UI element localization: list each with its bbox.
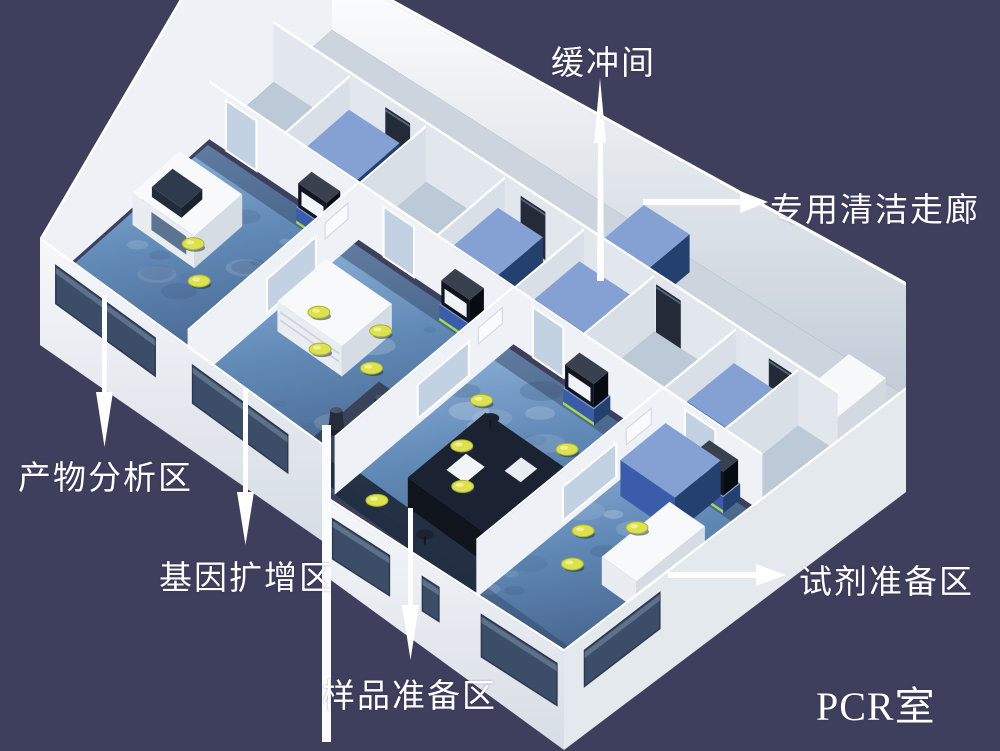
label-buffer-room: 缓冲间: [551, 46, 656, 82]
facade-window: [583, 591, 661, 688]
label-sample-preparation: 样品准备区: [322, 679, 497, 715]
room-interiors: [132, 151, 721, 610]
analyzer-device: [151, 168, 203, 218]
divider-glass-pane: [561, 440, 618, 523]
divider-glass-pane: [416, 339, 470, 421]
product-analysis-arrow: [96, 295, 113, 447]
ac-wall-unit: [625, 407, 652, 446]
amplification-cabinet: [277, 258, 392, 377]
label-clean-corridor: 专用清洁走廊: [770, 193, 980, 229]
facade-window: [191, 363, 289, 475]
page-title-pcr-room: PCR室: [816, 684, 936, 729]
facade-window: [480, 613, 558, 707]
room-glass-door: [531, 305, 565, 380]
facade-window: [421, 575, 440, 623]
facade-window: [331, 517, 391, 597]
facade-corner-column: [322, 425, 331, 742]
buffer-room-arrow: [594, 78, 606, 281]
outer-walls: [40, 0, 906, 396]
label-gene-amplification: 基因扩增区: [159, 561, 334, 597]
ac-wall-unit: [324, 202, 349, 240]
gene-amplification-arrow: [237, 388, 254, 545]
reagent-preparation-arrow: [668, 564, 786, 586]
room-glass-door: [224, 98, 258, 173]
label-reagent-preparation: 试剂准备区: [799, 565, 974, 601]
label-product-analysis: 产物分析区: [18, 461, 193, 497]
sample-preparation-arrow: [402, 508, 419, 660]
clean-corridor-arrow: [643, 191, 768, 213]
ac-wall-unit: [477, 306, 503, 345]
room-glass-door: [382, 204, 415, 279]
